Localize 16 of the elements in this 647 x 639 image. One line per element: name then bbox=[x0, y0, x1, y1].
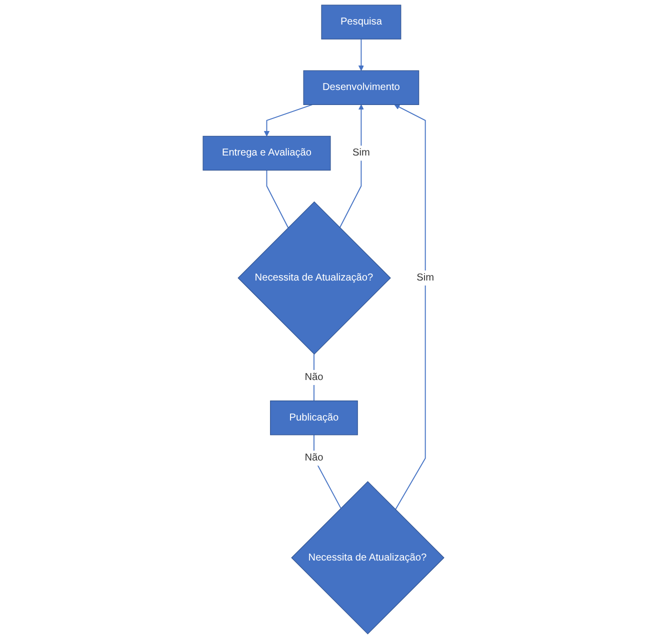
node-box: Entrega e Avaliação bbox=[202, 136, 331, 171]
arrow bbox=[339, 104, 364, 228]
node-diamond: Necessita de Atualização? bbox=[238, 201, 391, 355]
edge-label: Sim bbox=[416, 272, 434, 284]
arrow bbox=[264, 104, 313, 136]
node-box: Publicação bbox=[270, 400, 358, 436]
connector bbox=[266, 170, 289, 228]
connector bbox=[314, 434, 342, 509]
node-diamond: Necessita de Atualização? bbox=[291, 481, 444, 634]
edge-label: Sim bbox=[352, 148, 370, 158]
edge-label: Não bbox=[304, 452, 324, 464]
node-box: Pesquisa bbox=[321, 4, 402, 40]
arrow bbox=[358, 38, 364, 71]
node-box: Desenvolvimento bbox=[303, 70, 420, 105]
edge-label: Não bbox=[304, 372, 324, 383]
arrow bbox=[394, 104, 426, 510]
